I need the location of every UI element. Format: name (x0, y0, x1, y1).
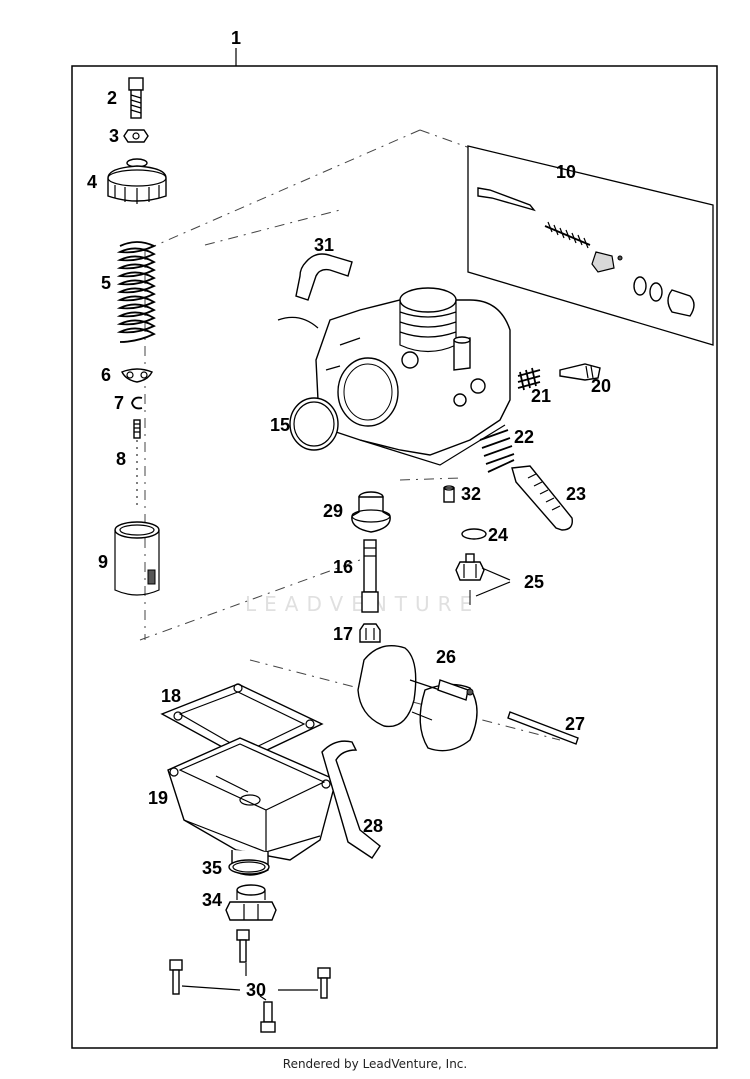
air-screw-part (559, 363, 601, 381)
callout-8: 8 (116, 449, 126, 469)
callout-34: 34 (202, 890, 222, 910)
carburetor-cap-part (107, 158, 167, 204)
callout-35: 35 (202, 858, 222, 878)
callout-16: 16 (333, 557, 353, 577)
callout-22: 22 (514, 427, 534, 447)
callout-2: 2 (107, 88, 117, 108)
idle-screw-spring-part (479, 429, 515, 473)
diagram-frame (71, 65, 718, 1049)
callout-3: 3 (109, 126, 119, 146)
callout-28: 28 (363, 816, 383, 836)
vent-hose-part (295, 253, 353, 301)
bowl-screw-part (260, 1001, 276, 1033)
hose-ghost-line (277, 316, 319, 329)
callout-26: 26 (436, 647, 456, 667)
callout-23: 23 (566, 484, 586, 504)
guide-line (144, 129, 421, 251)
callout-19: 19 (148, 788, 168, 808)
jet-needle-part (133, 419, 141, 505)
bowl-screw-part (236, 929, 250, 963)
callout-21: 21 (531, 386, 551, 406)
throttle-spring-part (116, 241, 157, 343)
callout-20: 20 (591, 376, 611, 396)
callout-30: 30 (246, 980, 266, 1000)
drain-hose-part (321, 740, 381, 859)
callout-31: 31 (314, 235, 334, 255)
e-clip-part (131, 396, 143, 410)
callout-6: 6 (101, 365, 111, 385)
callout-1: 1 (231, 28, 241, 48)
needle-jet-holder-part (351, 491, 391, 533)
idle-speed-screw-part (511, 465, 573, 531)
leader-lines-30 (181, 963, 318, 1001)
leader-line-25 (475, 567, 511, 597)
callout-4: 4 (87, 172, 97, 192)
throttle-slide-part (114, 521, 160, 596)
guide-line (139, 559, 361, 641)
drain-plug-part (225, 884, 277, 921)
float-bowl-gasket-part (160, 683, 324, 761)
needle-jet-part (361, 539, 379, 613)
float-bowl-part (167, 737, 337, 876)
needle-clip-plate-part (121, 368, 153, 383)
float-valve-part (455, 553, 485, 605)
callout-27: 27 (565, 714, 585, 734)
callout-32: 32 (461, 484, 481, 504)
lock-nut-part (123, 129, 149, 143)
callout-18: 18 (161, 686, 181, 706)
main-jet-part (359, 623, 381, 643)
idle-adjuster-kit-part (467, 145, 714, 346)
float-part (357, 645, 478, 752)
guide-line (419, 129, 471, 149)
callout-9: 9 (98, 552, 108, 572)
callout-7: 7 (114, 393, 124, 413)
callout-25: 25 (524, 572, 544, 592)
washer-part (461, 528, 487, 540)
leadventure-watermark: LEADVENTURE (245, 592, 480, 616)
carburetor-body-part (315, 287, 511, 466)
bowl-screw-part (317, 967, 331, 999)
air-screw-spring-part (517, 367, 541, 391)
callout-15: 15 (270, 415, 290, 435)
float-pin-part (507, 711, 579, 745)
bowl-screw-part (169, 959, 183, 995)
intake-o-ring-part (289, 397, 339, 451)
guide-line (399, 477, 461, 481)
callout-17: 17 (333, 624, 353, 644)
pilot-jet-part (443, 485, 455, 503)
footer-credit: Rendered by LeadVenture, Inc. (282, 1057, 468, 1071)
callout-24: 24 (488, 525, 508, 545)
callout-10: 10 (556, 162, 576, 182)
callout-29: 29 (323, 501, 343, 521)
callout-5: 5 (101, 273, 111, 293)
adjuster-bolt-part (128, 77, 144, 119)
